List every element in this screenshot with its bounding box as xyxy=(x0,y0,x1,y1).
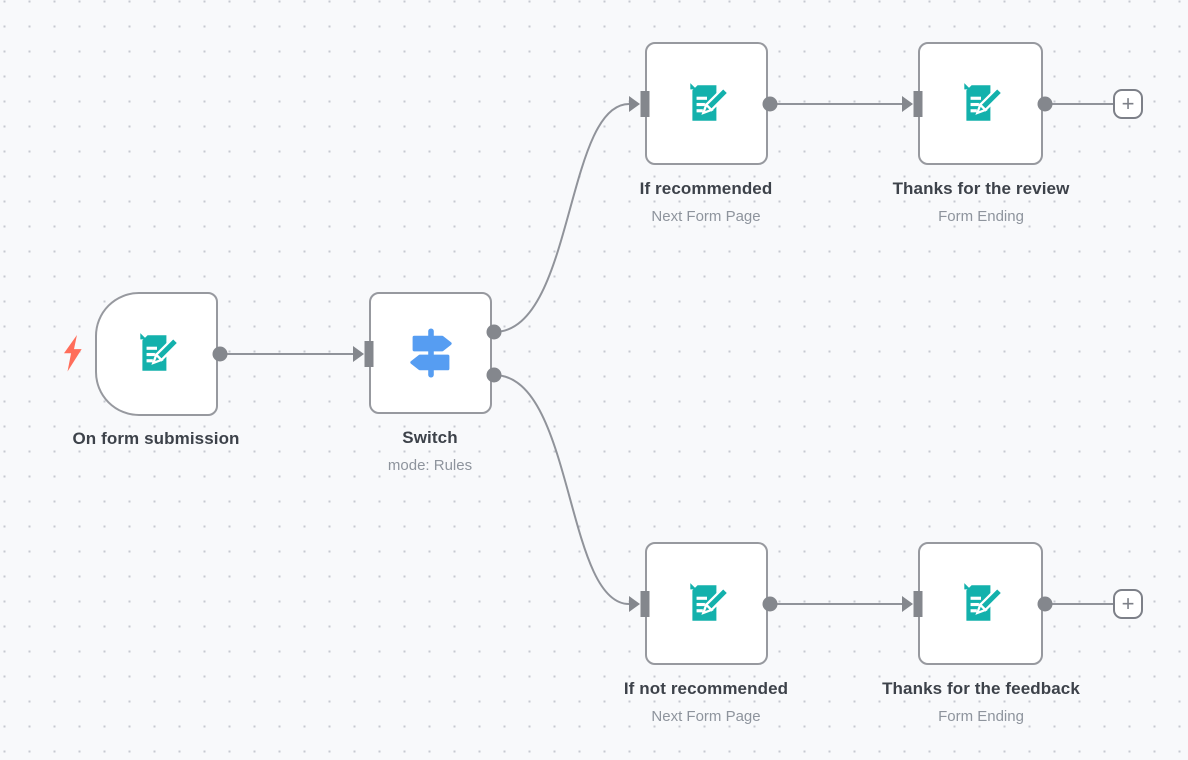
node-subtitle: Form Ending xyxy=(938,208,1024,226)
node-if-recommended[interactable] xyxy=(645,42,768,165)
form-icon xyxy=(689,82,730,121)
node-label: Thanks for the review Form Ending xyxy=(801,178,1161,227)
form-icon xyxy=(963,582,1004,621)
wire-switch-to-if-not-recommended[interactable] xyxy=(493,374,630,605)
node-thanks-for-the-review[interactable] xyxy=(918,42,1043,165)
input-arrow-icon xyxy=(629,96,640,112)
form-icon xyxy=(139,333,180,371)
node-title: Thanks for the review xyxy=(892,179,1070,198)
node-subtitle: Next Form Page xyxy=(651,708,761,726)
node-subtitle: Form Ending xyxy=(938,708,1024,726)
add-node-button-top[interactable]: + xyxy=(1113,89,1143,119)
input-arrow-icon xyxy=(353,346,364,362)
switch-icon xyxy=(409,328,452,378)
trigger-bolt-icon xyxy=(62,335,86,380)
node-on-form-submission[interactable] xyxy=(95,292,218,416)
node-subtitle: Next Form Page xyxy=(651,208,761,226)
node-title: Switch xyxy=(402,428,458,447)
node-title: Thanks for the feedback xyxy=(882,679,1080,698)
form-icon xyxy=(689,582,730,621)
node-thanks-for-the-feedback[interactable] xyxy=(918,542,1043,665)
node-label: If recommended Next Form Page xyxy=(526,178,886,227)
node-label: On form submission xyxy=(0,428,336,457)
node-switch[interactable] xyxy=(369,292,492,414)
input-arrow-icon xyxy=(902,596,913,612)
input-arrow-icon xyxy=(629,596,640,612)
node-label: If not recommended Next Form Page xyxy=(526,678,886,727)
node-label: Thanks for the feedback Form Ending xyxy=(801,678,1161,727)
input-arrow-icon xyxy=(902,96,913,112)
node-title: On form submission xyxy=(72,429,240,448)
node-title: If not recommended xyxy=(623,679,789,698)
form-icon xyxy=(963,82,1004,121)
node-title: If recommended xyxy=(639,179,773,198)
node-if-not-recommended[interactable] xyxy=(645,542,768,665)
add-node-button-bottom[interactable]: + xyxy=(1113,589,1143,619)
node-label: Switch mode: Rules xyxy=(250,427,610,476)
node-subtitle: mode: Rules xyxy=(387,457,473,475)
